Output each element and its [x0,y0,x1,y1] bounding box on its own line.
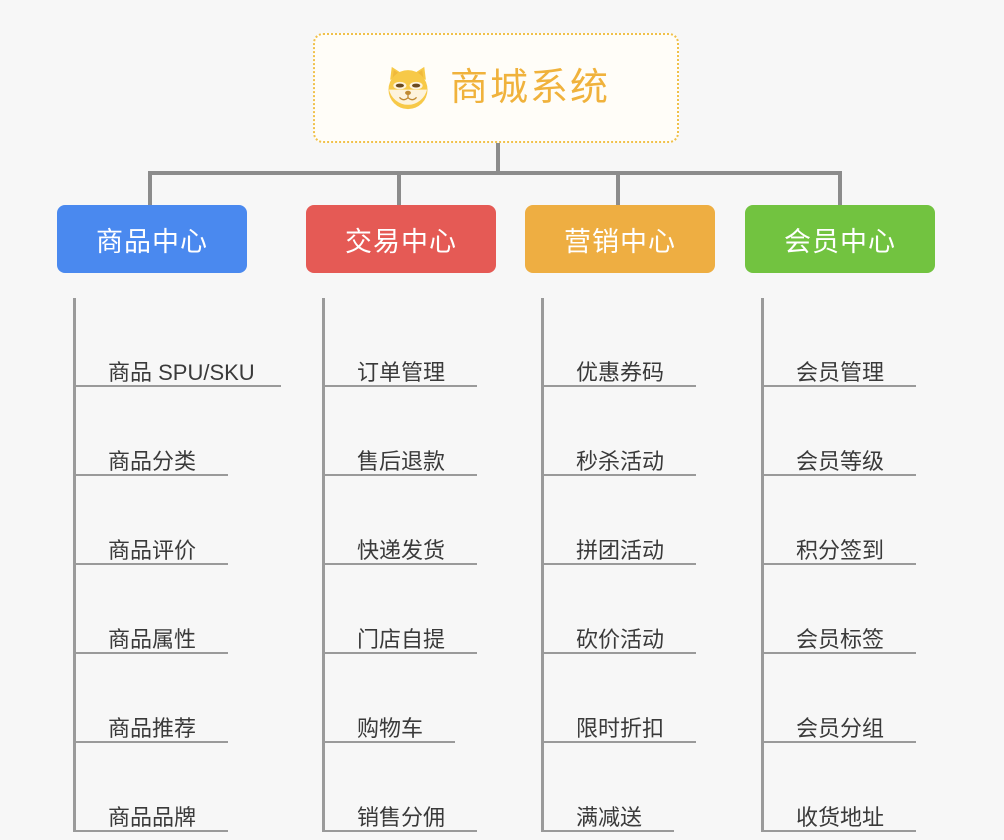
category-header-label: 商品中心 [96,226,208,257]
list-item[interactable]: 优惠券码 [544,298,715,387]
list-item[interactable]: 会员标签 [764,565,935,654]
root-title: 商城系统 [449,67,610,109]
list-item-underline [764,563,916,565]
list-item-label: 收货地址 [796,804,885,830]
list-item-underline [544,563,696,565]
list-item[interactable]: 积分签到 [764,476,935,565]
list-item[interactable]: 售后退款 [325,387,496,476]
list-item[interactable]: 订单管理 [325,298,496,387]
list-item-underline [76,830,228,832]
list-item-underline [325,474,477,476]
list-item[interactable]: 商品评价 [76,476,247,565]
list-item[interactable]: 会员等级 [764,387,935,476]
list-item-label: 优惠券码 [576,359,665,385]
list-item-underline [764,385,916,387]
list-item-underline [544,652,696,654]
list-item-underline [764,652,916,654]
list-item-label: 商品 SPU/SKU [108,359,255,385]
list-item-label: 会员等级 [796,448,885,474]
list-item-label: 拼团活动 [576,537,665,563]
list-item[interactable]: 商品品牌 [76,743,247,832]
connector-bus [150,171,842,175]
list-item-underline [76,741,228,743]
list-item-underline [764,741,916,743]
list-item-label: 销售分佣 [357,804,446,830]
list-item-label: 商品分类 [108,448,197,474]
category-column-0: 商品中心商品 SPU/SKU 商品分类商品评价商品属性商品推荐商品品牌 [57,205,281,832]
root-node-shop-system[interactable]: 商城系统 [313,33,679,143]
list-item[interactable]: 购物车 [325,654,496,743]
list-item-label: 秒杀活动 [576,448,665,474]
list-item-underline [325,830,477,832]
list-item[interactable]: 限时折扣 [544,654,715,743]
list-item-label: 商品评价 [108,537,197,563]
list-item[interactable]: 商品推荐 [76,654,247,743]
shiba-dog-icon [382,62,434,114]
category-header-1[interactable]: 交易中心 [306,205,496,273]
list-item[interactable]: 销售分佣 [325,743,496,832]
list-item-label: 会员管理 [796,359,885,385]
list-item[interactable]: 快递发货 [325,476,496,565]
connector-drop-2 [616,171,620,207]
list-item-underline [76,385,281,387]
list-item-label: 门店自提 [357,626,446,652]
list-item-label: 满减送 [576,804,643,830]
list-item-underline [764,830,916,832]
list-item[interactable]: 商品 SPU/SKU [76,298,281,387]
connector-root-stem [496,143,500,175]
list-item-label: 商品品牌 [108,804,197,830]
category-children-0: 商品 SPU/SKU 商品分类商品评价商品属性商品推荐商品品牌 [73,298,281,832]
list-item[interactable]: 商品分类 [76,387,247,476]
list-item-underline [325,385,477,387]
list-item-underline [325,652,477,654]
list-item-label: 商品属性 [108,626,197,652]
list-item-underline [544,741,696,743]
category-header-2[interactable]: 营销中心 [525,205,715,273]
category-header-3[interactable]: 会员中心 [745,205,935,273]
category-column-1: 交易中心订单管理售后退款快递发货门店自提购物车销售分佣 [306,205,496,832]
category-header-0[interactable]: 商品中心 [57,205,247,273]
list-item-underline [544,385,696,387]
list-item[interactable]: 秒杀活动 [544,387,715,476]
category-header-label: 交易中心 [345,226,457,257]
list-item-label: 快递发货 [357,537,446,563]
list-item-label: 订单管理 [357,359,446,385]
category-header-label: 会员中心 [784,226,896,257]
connector-drop-1 [397,171,401,207]
list-item[interactable]: 砍价活动 [544,565,715,654]
list-item-underline [325,741,455,743]
category-column-2: 营销中心优惠券码秒杀活动拼团活动砍价活动限时折扣满减送 [525,205,715,832]
category-children-3: 会员管理会员等级积分签到会员标签会员分组收货地址 [761,298,935,832]
category-children-1: 订单管理售后退款快递发货门店自提购物车销售分佣 [322,298,496,832]
list-item-label: 砍价活动 [576,626,665,652]
list-item[interactable]: 商品属性 [76,565,247,654]
list-item-label: 售后退款 [357,448,446,474]
list-item[interactable]: 会员分组 [764,654,935,743]
list-item-underline [764,474,916,476]
list-item[interactable]: 拼团活动 [544,476,715,565]
list-item-underline [544,830,674,832]
list-item-underline [76,652,228,654]
list-item-label: 商品推荐 [108,715,197,741]
list-item-label: 积分签到 [796,537,885,563]
list-item[interactable]: 收货地址 [764,743,935,832]
list-item-label: 限时折扣 [576,715,665,741]
list-item-label: 会员分组 [796,715,885,741]
list-item-underline [76,563,228,565]
list-item-label: 会员标签 [796,626,885,652]
connector-drop-0 [148,171,152,207]
connector-drop-3 [838,171,842,207]
list-item[interactable]: 满减送 [544,743,715,832]
list-item-underline [325,563,477,565]
category-children-2: 优惠券码秒杀活动拼团活动砍价活动限时折扣满减送 [541,298,715,832]
list-item[interactable]: 门店自提 [325,565,496,654]
list-item-underline [76,474,228,476]
list-item[interactable]: 会员管理 [764,298,935,387]
category-header-label: 营销中心 [564,226,676,257]
list-item-label: 购物车 [357,715,424,741]
category-column-3: 会员中心会员管理会员等级积分签到会员标签会员分组收货地址 [745,205,935,832]
list-item-underline [544,474,696,476]
